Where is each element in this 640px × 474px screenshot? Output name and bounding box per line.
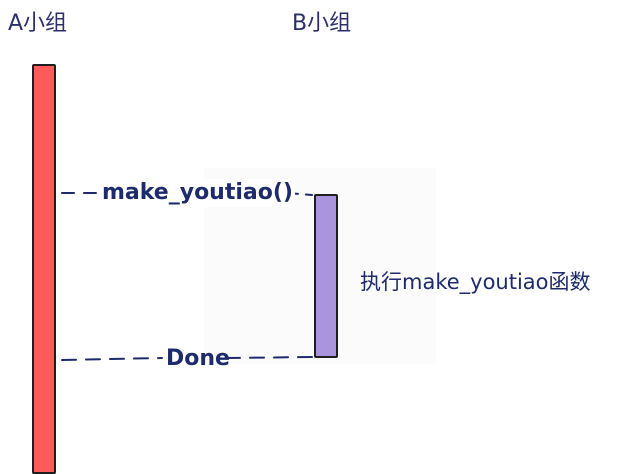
call-message-label: make_youtiao(): [100, 179, 295, 207]
done-arrow-right-dash: [225, 356, 315, 359]
participant-b-label: B小组: [292, 11, 352, 36]
done-message-label: Done: [166, 346, 230, 371]
participant-a-label: A小组: [8, 11, 68, 36]
participant-a-lifeline: [32, 64, 56, 474]
execution-annotation: 执行make_youtiao函数: [360, 270, 591, 294]
done-arrow-left-dash: [61, 357, 163, 361]
participant-b-lifeline: [314, 194, 338, 358]
